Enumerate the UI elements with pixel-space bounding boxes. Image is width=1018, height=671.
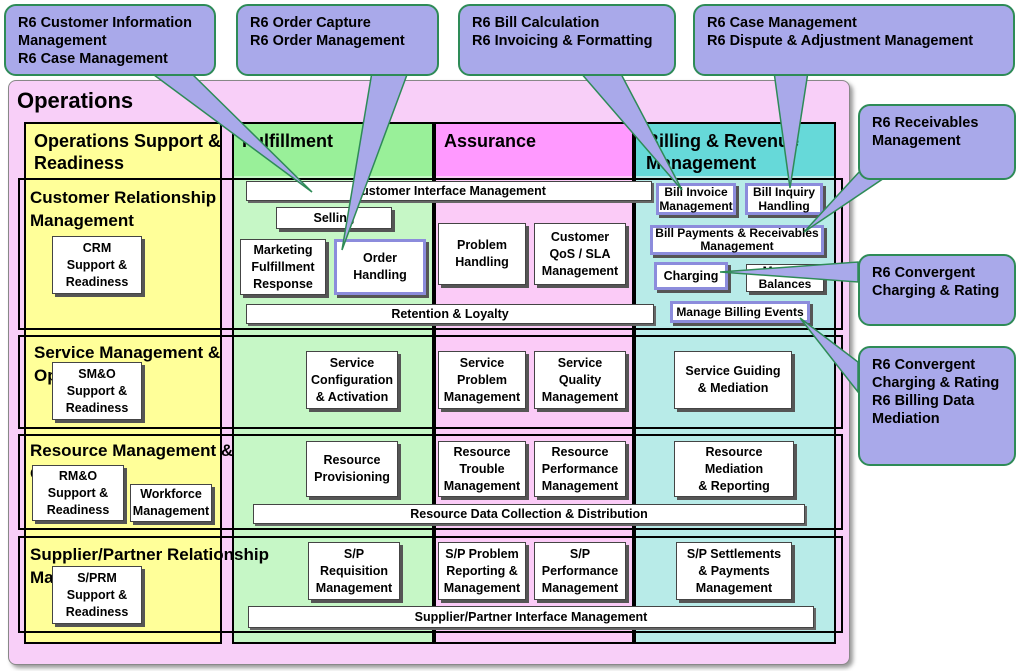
resource-mediation-reporting[interactable]: Resource Mediation & Reporting [674,441,794,497]
workforce-management[interactable]: Workforce Management [130,484,212,522]
manage-billing-events[interactable]: Manage Billing Events [670,301,810,323]
service-quality-management[interactable]: Service Quality Management [534,351,626,409]
smo-support-readiness[interactable]: SM&O Support & Readiness [52,362,142,420]
service-management-row [18,335,843,429]
customer-qos-sla-management[interactable]: Customer QoS / SLA Management [534,223,626,285]
crm-row [18,178,843,330]
bill-invoice-management[interactable]: Bill Invoice Management [656,183,736,215]
order-handling[interactable]: Order Handling [334,239,426,295]
sp-requisition-management[interactable]: S/P Requisition Management [308,542,400,600]
billing-column [634,122,836,644]
callout-c3-pointer [578,71,683,191]
callout-convergent-charging: R6 Convergent Charging & Rating [858,254,1016,326]
problem-handling[interactable]: Problem Handling [438,223,526,285]
resource-management-row [18,434,843,530]
assurance-column-header: Assurance [444,131,537,151]
customer-interface-management[interactable]: Customer Interface Management [246,181,652,201]
rmo-support-readiness[interactable]: RM&O Support & Readiness [32,465,124,521]
callout-c2-pointer [341,71,410,251]
crm-row-header: Customer Relationship Management [30,186,270,232]
resource-trouble-management[interactable]: Resource Trouble Management [438,441,526,497]
crm-row-header-text: Customer Relationship Management [30,188,217,230]
callout-case-management: R6 Case Management R6 Dispute & Adjustme… [693,4,1015,76]
osr-column-header: Operations Support & Readiness [34,131,222,173]
callout-order-capture: R6 Order Capture R6 Order Management [236,4,439,76]
callout-bill-calculation: R6 Bill Calculation R6 Invoicing & Forma… [458,4,676,76]
crm-support-readiness[interactable]: CRM Support & Readiness [52,236,142,294]
marketing-fulfillment-response[interactable]: Marketing Fulfillment Response [240,239,326,295]
resource-performance-management[interactable]: Resource Performance Management [534,441,626,497]
callout-c7-pointer [799,317,859,395]
sp-settlements-payments-management[interactable]: S/P Settlements & Payments Management [676,542,792,600]
service-problem-management[interactable]: Service Problem Management [438,351,526,409]
sp-performance-management[interactable]: S/P Performance Management [534,542,626,600]
callout-c6-pointer [719,261,859,283]
sp-problem-reporting-management[interactable]: S/P Problem Reporting & Management [438,542,526,600]
callout-convergent-charging-mediation: R6 Convergent Charging & Rating R6 Billi… [858,346,1016,466]
supplier-partner-interface-management[interactable]: Supplier/Partner Interface Management [248,606,814,628]
bill-inquiry-handling[interactable]: Bill Inquiry Handling [745,183,823,215]
service-configuration-activation[interactable]: Service Configuration & Activation [306,351,398,409]
callout-c1-pointer [147,71,313,193]
supplier-partner-row [18,536,843,633]
callout-receivables: R6 Receivables Management [858,104,1016,180]
service-guiding-mediation[interactable]: Service Guiding & Mediation [674,351,792,409]
charging[interactable]: Charging [654,262,728,290]
resource-provisioning[interactable]: Resource Provisioning [306,441,398,497]
assurance-column [434,122,634,644]
assurance-header-bg [434,122,634,176]
fulfillment-column [232,122,434,644]
retention-and-loyalty[interactable]: Retention & Loyalty [246,304,654,324]
billing-column-header: Billing & Revenue Management [646,131,800,173]
resource-data-collection[interactable]: Resource Data Collection & Distribution [253,504,805,524]
operations-title: Operations [17,88,134,113]
selling[interactable]: Selling [276,207,392,229]
callout-customer-information: R6 Customer Information Management R6 Ca… [4,4,216,76]
bill-payments-receivables-management[interactable]: Bill Payments & Receivables Management [650,225,824,255]
callout-c4-pointer [773,71,809,189]
sprm-support-readiness[interactable]: S/PRM Support & Readiness [52,566,142,624]
